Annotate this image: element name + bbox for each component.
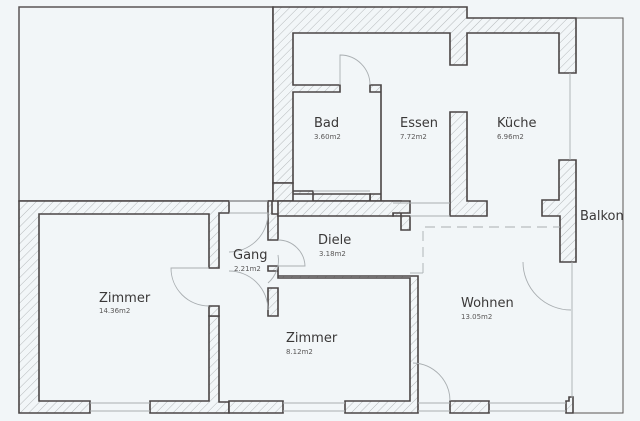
balkon-outline	[573, 17, 624, 414]
room-label-bad: Bad	[314, 116, 340, 131]
wall-zimmer2-bottom-left	[228, 400, 284, 414]
room-label-kueche: Küche	[497, 116, 537, 131]
door-balkon	[522, 261, 572, 311]
wall-wohnen-corner	[565, 396, 574, 414]
room-area-kueche: 6.96m2	[497, 133, 524, 141]
wall-zimmer2-left	[267, 287, 279, 317]
room-label-zimmer-middle: Zimmer	[286, 331, 338, 346]
wall-zimmer-left-door-jamb	[208, 305, 220, 317]
wall-wohnen-bottom	[449, 400, 490, 414]
room-label-balkon: Balkon	[580, 209, 624, 224]
door-gang-bottom	[228, 270, 269, 311]
room-area-gang: 2.21m2	[234, 265, 261, 273]
wall-zimmer-left-bottom	[149, 315, 230, 414]
wall-essen-kueche-divider	[449, 111, 488, 217]
door-bad	[339, 54, 371, 86]
room-label-gang: Gang	[233, 248, 268, 263]
wall-diele-top	[277, 200, 411, 217]
room-area-wohnen: 13.05m2	[461, 313, 493, 321]
room-area-essen: 7.72m2	[400, 133, 427, 141]
balkon-window-line	[569, 73, 573, 398]
room-label-wohnen: Wohnen	[461, 296, 514, 311]
room-label-zimmer-left: Zimmer	[99, 291, 151, 306]
door-gang-top	[228, 212, 269, 253]
wall-balkon-pillar	[541, 159, 577, 263]
door-zimmer2	[267, 254, 279, 284]
room-area-zimmer-left: 14.36m2	[99, 307, 131, 315]
room-area-diele: 3.18m2	[319, 250, 346, 258]
door-diele	[277, 239, 306, 267]
door-zimmer-left	[170, 267, 210, 307]
window-lines	[90, 190, 566, 412]
wohnen-dashed-boundary	[422, 226, 560, 273]
wall-gang-right-upper	[267, 200, 279, 241]
wall-bad-bottom	[272, 182, 371, 202]
room-label-diele: Diele	[318, 233, 352, 248]
neighbour-unit-outline	[18, 6, 274, 202]
wall-top-outer	[272, 6, 577, 184]
door-wohnen-bottom	[412, 362, 451, 402]
room-area-zimmer-middle: 8.12m2	[286, 348, 313, 356]
room-area-bad: 3.60m2	[314, 133, 341, 141]
room-label-essen: Essen	[400, 116, 438, 131]
